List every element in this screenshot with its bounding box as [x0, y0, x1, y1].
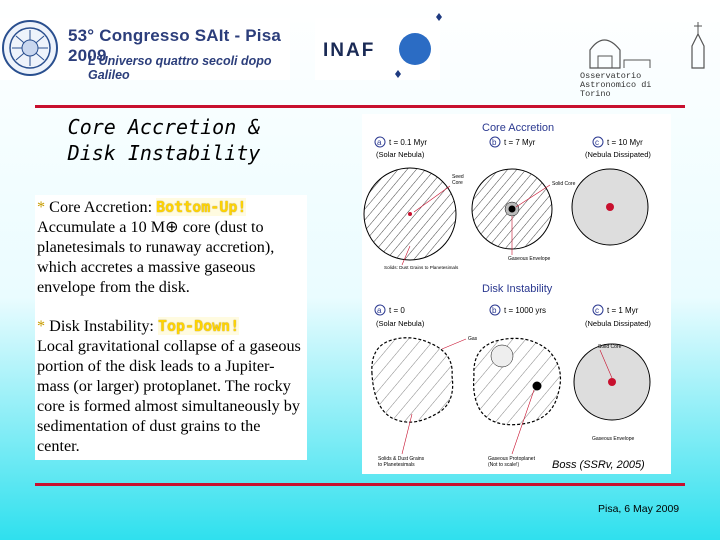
ca-dust-label: Solids: Dust Grains to Planetesimals: [384, 265, 459, 270]
ca-core-c: [606, 203, 614, 211]
di-protoplanet-core: [532, 381, 542, 391]
disk-instability-body: Local gravitational collapse of a gaseou…: [37, 337, 301, 455]
di-panel-c-label: c t = 1 Myr (Nebula Dissipated): [585, 304, 651, 328]
svg-text:(Solar Nebula): (Solar Nebula): [376, 150, 425, 159]
top-divider: [35, 105, 685, 108]
di-envelope-label: Gaseous Envelope: [592, 436, 634, 442]
svg-text:t = 1 Myr: t = 1 Myr: [607, 306, 639, 315]
slide-heading: Core Accretion & Disk Instability: [40, 114, 288, 166]
svg-text:a: a: [377, 138, 382, 147]
svg-text:t = 0: t = 0: [389, 306, 405, 315]
top-down-highlight: Top-Down!: [157, 317, 240, 335]
svg-text:t = 10 Myr: t = 10 Myr: [607, 138, 643, 147]
di-solid-core-label: Solid Core: [598, 344, 622, 350]
ca-panel-a-label: a t = 0.1 Myr (Solar Nebula): [374, 136, 427, 159]
ca-panel-b-label: b t = 7 Myr: [489, 136, 536, 148]
core-accretion-figure-title: Core Accretion: [482, 122, 554, 134]
inaf-label: INAF: [323, 40, 376, 61]
svg-text:t = 0.1 Myr: t = 0.1 Myr: [389, 138, 427, 147]
congress-title: 53° Congresso SAIt - Pisa 2009: [68, 26, 282, 65]
svg-text:(Nebula Dissipated): (Nebula Dissipated): [585, 150, 651, 159]
ca-solid-core-label: Solid Core: [552, 181, 576, 187]
bottom-up-highlight: Bottom-Up!: [156, 198, 247, 216]
bottom-divider: [35, 483, 685, 486]
ca-core-b: [508, 205, 516, 213]
di-panel-b-label: b t = 1000 yrs: [489, 304, 546, 316]
ca-panel-c-label: c t = 10 Myr (Nebula Dissipated): [585, 136, 651, 159]
formation-figure: Core Accretion a t = 0.1 Myr (Solar Nebu…: [362, 114, 671, 474]
di-nebula-disk-b: [473, 337, 561, 426]
heading-line-1: Core Accretion &: [67, 115, 261, 139]
bullet-marker: *: [37, 317, 46, 335]
figure-credit: Boss (SSRv, 2005): [552, 459, 645, 471]
sait-seal-logo: [2, 20, 58, 76]
svg-text:c: c: [595, 306, 599, 315]
di-protoplanet-label: Gaseous Protoplanet(Not to scale!): [488, 456, 536, 468]
disk-instability-figure-title: Disk Instability: [482, 283, 553, 295]
svg-text:(Nebula Dissipated): (Nebula Dissipated): [585, 319, 651, 328]
congress-banner: 53° Congresso SAIt - Pisa 2009 L'Univers…: [0, 18, 290, 82]
di-gas-label: Gas: [468, 336, 478, 342]
core-accretion-body: Accumulate a 10 M⊕ core (dust to planete…: [37, 218, 275, 296]
inaf-globe-icon: [395, 13, 442, 78]
di-nebula-disk-a: [371, 337, 454, 423]
svg-text:t = 1000 yrs: t = 1000 yrs: [504, 306, 546, 315]
svg-text:b: b: [492, 138, 497, 147]
ca-envelope-label: Gaseous Envelope: [508, 256, 550, 262]
svg-text:(Solar Nebula): (Solar Nebula): [376, 319, 425, 328]
inaf-logo: INAF: [315, 18, 440, 80]
svg-text:c: c: [595, 138, 599, 147]
svg-text:a: a: [377, 306, 382, 315]
observatory-logo: Osservatorio Astronomico di Torino: [580, 20, 720, 99]
observatory-text: Osservatorio Astronomico di Torino: [580, 71, 652, 99]
ca-seed-core: [408, 212, 412, 216]
heading-line-2: Disk Instability: [67, 141, 261, 165]
svg-text:t = 7 Myr: t = 7 Myr: [504, 138, 536, 147]
di-panel-a-label: a t = 0 (Solar Nebula): [374, 304, 425, 328]
bullet-marker: *: [37, 198, 46, 216]
observatory-dome-icon: [589, 22, 705, 69]
core-accretion-paragraph: * Core Accretion: Bottom-Up! Accumulate …: [37, 197, 305, 297]
core-accretion-label: Core Accretion:: [49, 198, 153, 216]
di-core-c: [608, 378, 616, 386]
disk-instability-paragraph: * Disk Instability: Top-Down! Local grav…: [37, 316, 305, 456]
di-clump: [490, 344, 514, 368]
text-panel: * Core Accretion: Bottom-Up! Accumulate …: [35, 195, 307, 460]
footer-date: Pisa, 6 May 2009: [598, 503, 680, 515]
congress-subtitle: L'Universo quattro secoli dopo Galileo: [88, 54, 272, 82]
disk-instability-label: Disk Instability:: [49, 317, 154, 335]
svg-text:b: b: [492, 306, 497, 315]
